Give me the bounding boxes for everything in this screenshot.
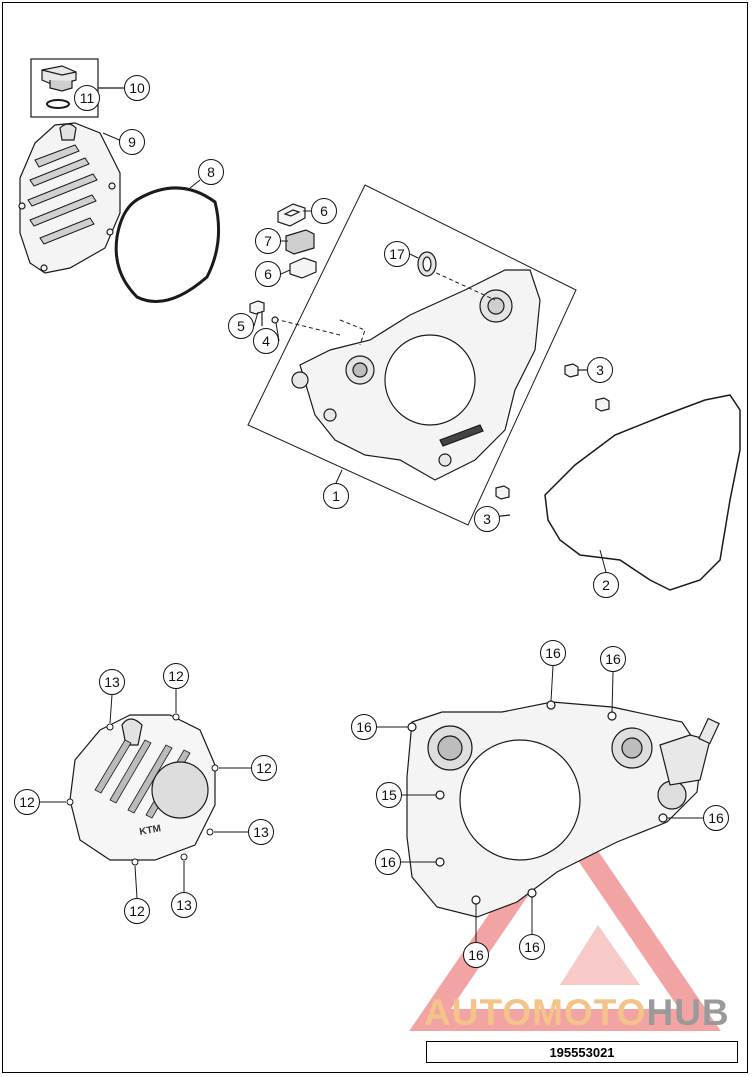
callout-16: 16 — [703, 805, 729, 831]
watermark-text: AUTOMOTOHUB — [424, 992, 730, 1034]
callout-3: 3 — [474, 506, 500, 532]
callout-16: 16 — [463, 942, 489, 968]
callout-4: 4 — [253, 328, 279, 354]
callout-7: 7 — [255, 228, 281, 254]
small-parts — [249, 203, 437, 326]
callout-12: 12 — [251, 755, 277, 781]
watermark-part2: HUB — [646, 992, 730, 1033]
callout-5: 5 — [228, 313, 254, 339]
callout-16: 16 — [519, 934, 545, 960]
callout-17: 17 — [384, 241, 410, 267]
callout-13: 13 — [171, 892, 197, 918]
clutch-cover-inner — [291, 269, 541, 481]
cover-gasket-ring — [114, 186, 221, 303]
callout-10: 10 — [124, 75, 150, 101]
watermark-part1: AUTOMOTO — [424, 992, 647, 1033]
main-cover-bounding-box — [247, 184, 577, 526]
callout-3: 3 — [587, 357, 613, 383]
callout-6: 6 — [255, 261, 281, 287]
callout-8: 8 — [198, 159, 224, 185]
svg-text:KTM: KTM — [139, 823, 162, 838]
callout-15: 15 — [376, 782, 402, 808]
callout-13: 13 — [99, 669, 125, 695]
dowel-pins — [474, 363, 610, 520]
oil-plug-assembly — [30, 58, 124, 118]
clutch-cover-gasket — [544, 394, 741, 591]
clutch-cover-protector: KTM — [66, 713, 219, 866]
callout-9: 9 — [119, 129, 145, 155]
callout-12: 12 — [14, 789, 40, 815]
callout-12: 12 — [124, 898, 150, 924]
callout-11: 11 — [74, 85, 100, 111]
clutch-cover-outer — [18, 122, 121, 274]
callout-13: 13 — [248, 819, 274, 845]
callout-16: 16 — [375, 849, 401, 875]
callout-16: 16 — [600, 646, 626, 672]
callout-2: 2 — [593, 572, 619, 598]
callout-1: 1 — [323, 483, 349, 509]
callout-leaders — [40, 132, 703, 942]
watermark-triangle — [409, 802, 721, 1031]
callout-16: 16 — [540, 640, 566, 666]
callout-16: 16 — [351, 714, 377, 740]
document-number: 195553021 — [426, 1041, 738, 1063]
callout-6: 6 — [311, 198, 337, 224]
inner-cover-with-gasket — [406, 700, 720, 918]
callout-12: 12 — [163, 663, 189, 689]
